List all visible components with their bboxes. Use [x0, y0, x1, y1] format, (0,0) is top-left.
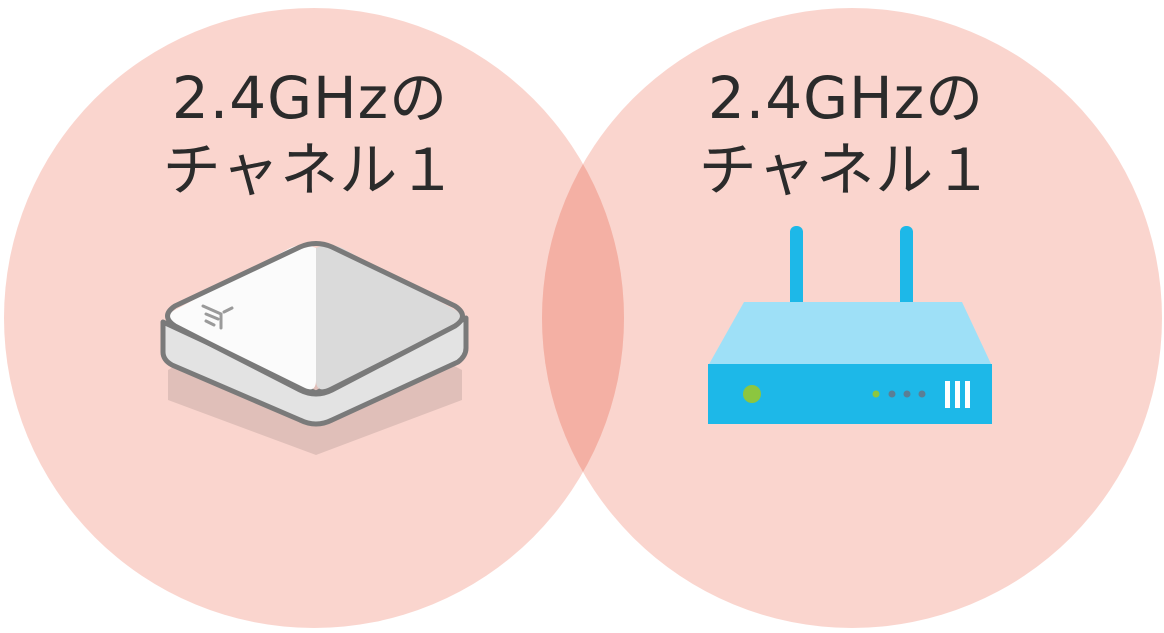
left-antenna — [790, 226, 803, 310]
router-top — [708, 302, 992, 366]
left-band-text: 2.4GHzの — [171, 64, 449, 132]
access-point-logo — [201, 304, 234, 330]
access-point-icon — [160, 241, 469, 455]
port-bar-3 — [965, 381, 970, 408]
status-led-3 — [903, 390, 911, 398]
right-channel-label: 2.4GHzの チャネル１ — [636, 62, 1056, 206]
left-channel-label: 2.4GHzの チャネル１ — [100, 62, 520, 206]
status-led-4 — [918, 390, 926, 398]
status-led-2 — [888, 390, 896, 398]
status-led-1 — [872, 390, 880, 398]
right-band-text: 2.4GHzの — [707, 64, 985, 132]
port-bar-2 — [955, 381, 960, 408]
right-channel-text: チャネル１ — [698, 136, 994, 204]
left-channel-text: チャネル１ — [162, 136, 458, 204]
power-led — [743, 385, 761, 403]
right-antenna — [900, 226, 913, 310]
port-bar-1 — [945, 381, 950, 408]
wifi-router-icon — [708, 226, 992, 424]
